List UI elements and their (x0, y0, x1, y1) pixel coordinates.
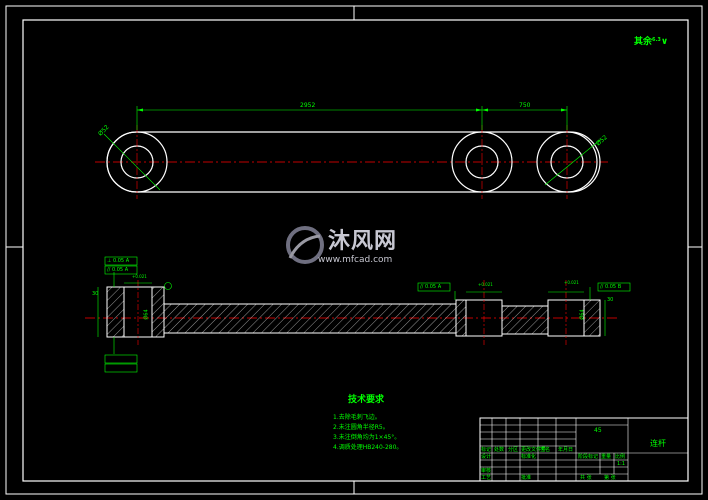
title-block-frame (479, 417, 689, 482)
tb-cell-zone: 分区 (508, 447, 519, 453)
tb-cell-sign: 签名 (540, 447, 551, 453)
tech-req-item: 2.未注圆角半径R5。 (333, 424, 389, 431)
gdt-frame-5 (417, 282, 451, 292)
right-top-tolerance-1: +0.021 (478, 282, 493, 287)
right-side-dim-label: 30 (607, 297, 614, 303)
logo-swoosh (288, 234, 321, 259)
watermark-logo (286, 226, 324, 264)
dim-main-span-label: 2952 (300, 102, 316, 109)
gdt-value: 0.05 (604, 284, 617, 290)
roughness-symbol-icon: ∨ (660, 37, 669, 47)
gdt-frame-4-text: // 0.05 B (600, 285, 621, 290)
dim-arrow (137, 108, 143, 112)
gdt-frame-1 (104, 256, 138, 266)
tb-cell-date: 年月日 (558, 447, 574, 453)
roughness-value: 6.3 (652, 37, 661, 43)
gdt-symbol: // (420, 284, 424, 290)
leader-left-diameter (103, 133, 161, 191)
gdt-datum: A (437, 284, 442, 290)
dim-arrow (476, 108, 482, 112)
neck-hatch (501, 305, 549, 335)
leader-right-diameter (544, 139, 601, 186)
tb-cell-design: 设计 (481, 454, 492, 460)
dim-arrow (482, 108, 488, 112)
dim-right-span-label: 750 (519, 102, 531, 109)
right-bore-label: Ø64 (579, 309, 586, 320)
gdt-datum: A (124, 267, 129, 273)
tb-cell-process: 工艺 (481, 475, 492, 481)
tb-cell-sheet-no: 第 张 (604, 475, 616, 481)
tb-cell-approve: 批准 (521, 475, 532, 481)
top-view (95, 106, 608, 199)
tb-cell-scale: 比例 (615, 454, 626, 460)
tech-req-item: 1.去除毛刺飞边。 (333, 414, 381, 421)
left-side-dim-label: 30 (92, 291, 99, 297)
mid-boss-hatch (455, 299, 467, 337)
inner-border (22, 19, 689, 482)
corner-note-text: 其余 (634, 37, 653, 47)
watermark-brand: 沐风网 (328, 229, 398, 254)
tb-cell-standard: 标准化 (521, 454, 537, 460)
right-top-tolerance-2: +0.021 (564, 280, 579, 285)
watermark-url: www.mfcad.com (318, 255, 393, 265)
tb-part-name: 连杆 (650, 439, 666, 448)
tech-req-title: 技术要求 (348, 395, 385, 405)
gdt-symbol: // (600, 284, 604, 290)
left-boss-hatch-b (151, 286, 165, 338)
gdt-datum: A (125, 258, 130, 264)
dim-arrow (561, 108, 567, 112)
tb-cell-change-doc: 更改文件号 (521, 447, 547, 453)
gdt-symbol: // (107, 267, 111, 273)
gdt-symbol: ⊥ (107, 258, 112, 264)
tb-cell-weight: 重量 (601, 454, 612, 460)
tb-cell-count: 处数 (494, 447, 505, 453)
gdt-frame-6 (597, 282, 631, 292)
gdt-frame-3 (104, 354, 138, 364)
left-top-tolerance: +0.021 (132, 274, 147, 279)
tb-cell-review: 审核 (481, 468, 492, 474)
gdt-value: 0.05 (112, 258, 125, 264)
right-boss-hatch (583, 299, 601, 337)
tb-cell-stage: 阶段标记 (578, 454, 599, 460)
gdt-frame-2 (104, 265, 138, 275)
gdt-frame-4 (104, 363, 138, 373)
corner-roughness-note: 其余6.3∨ (634, 38, 668, 47)
tb-cell-total-sheets: 共 张 (580, 475, 592, 481)
gdt-datum: B (617, 284, 622, 290)
tb-cell-mark: 标记 (481, 447, 492, 453)
gdt-frame-3-text: // 0.05 A (420, 285, 441, 290)
logo-ring (286, 226, 324, 264)
gdt-frame-2-text: // 0.05 A (107, 268, 128, 273)
left-boss-hatch-a (106, 286, 125, 338)
title-block (479, 417, 689, 482)
gdt-value: 0.05 (424, 284, 437, 290)
tech-req-item: 3.未注倒角均为1×45°。 (333, 434, 401, 441)
datum-marker (164, 282, 172, 290)
tb-material: 45 (594, 427, 602, 434)
left-bore-label: Ø64 (143, 309, 150, 320)
gdt-frame-1-text: ⊥ 0.05 A (107, 259, 129, 264)
tech-req-item: 4.调质处理HB240-280。 (333, 444, 403, 451)
shank-hatch (163, 303, 457, 334)
tb-cell-scale-value: 1:1 (617, 461, 626, 467)
section-view (85, 256, 631, 373)
gdt-value: 0.05 (111, 267, 124, 273)
